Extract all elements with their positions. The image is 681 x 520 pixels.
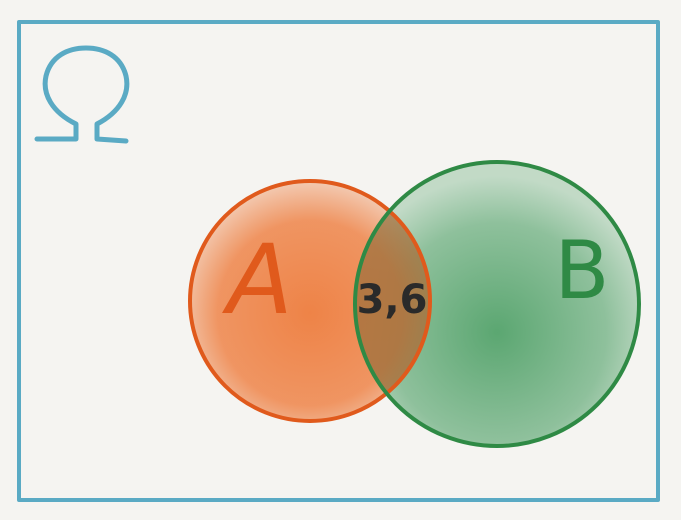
set-b-fill bbox=[355, 162, 639, 446]
intersection-label: 3,6 bbox=[357, 277, 428, 323]
set-a-outline bbox=[188, 179, 432, 423]
set-a-label: A bbox=[221, 224, 293, 336]
omega-icon bbox=[34, 45, 130, 144]
set-b-outline bbox=[353, 160, 641, 448]
set-b-label: B bbox=[555, 224, 610, 317]
universe-border bbox=[17, 20, 660, 502]
